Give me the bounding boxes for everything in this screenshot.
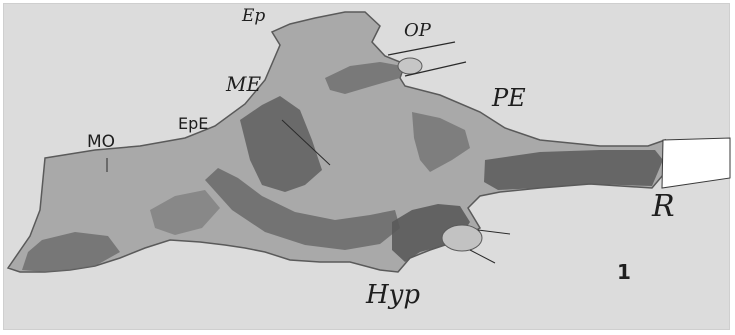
figure-number: 1 xyxy=(617,262,631,282)
hyp-line-1 xyxy=(478,230,510,234)
op-bulb xyxy=(398,58,422,74)
hyp-line-2 xyxy=(470,250,495,263)
op-nerve-1 xyxy=(388,42,455,55)
r-stump xyxy=(662,138,730,188)
label-op: OP xyxy=(404,22,431,40)
hyp-bulb xyxy=(442,225,482,251)
label-ep: Ep xyxy=(242,8,265,25)
label-mo: MO xyxy=(87,134,115,151)
label-epe: EpE xyxy=(178,116,208,132)
label-pe: PE xyxy=(492,86,526,110)
label-hyp: Hyp xyxy=(366,282,420,308)
label-r: R xyxy=(652,192,675,222)
label-me: ME xyxy=(226,74,261,94)
